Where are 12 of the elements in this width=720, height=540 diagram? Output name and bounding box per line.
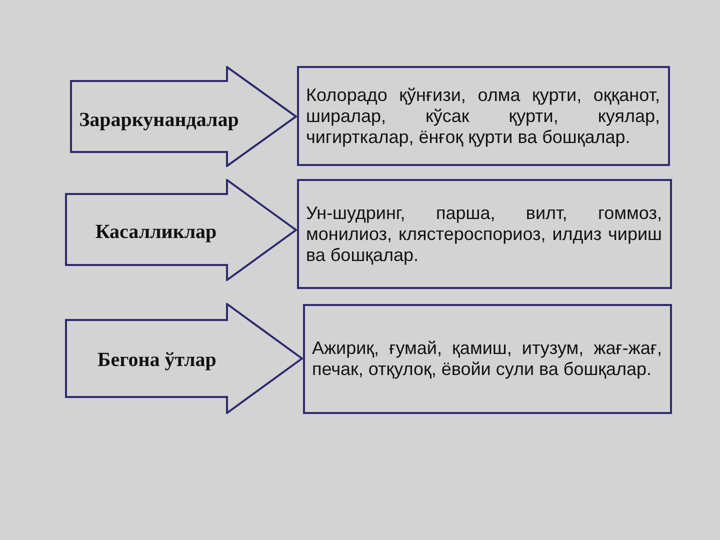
text-box xyxy=(297,179,672,289)
box-text: Ажириқ, ғумай, қамиш, итузум, жағ-жағ, печак, отқулоқ, ёвойи сули ва бошқалар. xyxy=(312,338,662,380)
text-box xyxy=(297,66,670,166)
pointer-shape xyxy=(70,66,297,167)
box-text: Ун-шудринг, парша, вилт, гоммоз, монилиоз, клястероспориоз, илдиз чириш ва бошқалар. xyxy=(306,202,662,266)
pointer-shape xyxy=(65,179,297,281)
shape-label: Касалликлар xyxy=(95,220,217,244)
pointer-shape xyxy=(65,303,303,414)
shape-label: Зараркунандалар xyxy=(79,108,239,132)
box-text: Колорадо қўнғизи, олма қурти, оққанот, ширалар, кўсак қурти, куялар, чигирткалар, ёнғоқ қурти ва бошқалар. xyxy=(306,84,660,148)
shape-label: Бегона ўтлар xyxy=(98,348,216,372)
text-box xyxy=(303,304,672,414)
